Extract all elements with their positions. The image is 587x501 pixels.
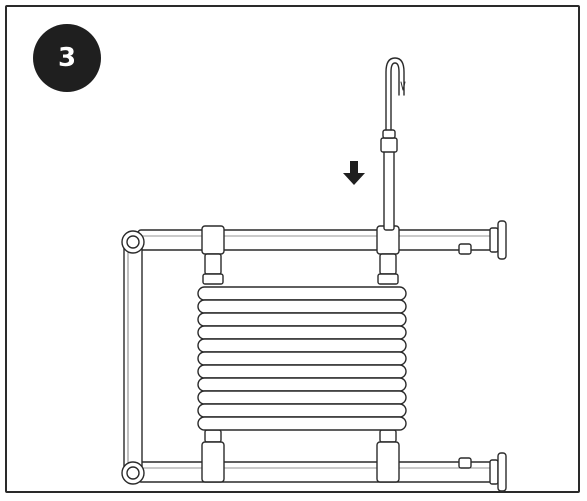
down-arrow-icon: [343, 161, 365, 185]
step-number-badge: 3: [33, 24, 101, 92]
heating-bars: [197, 286, 407, 431]
bottom-rail: [137, 461, 499, 483]
top-clip: [458, 243, 472, 255]
bottom-wall-bracket: [489, 452, 507, 492]
left-vertical-rail: [121, 230, 145, 485]
left-valve-column: [201, 225, 225, 483]
top-rail: [137, 229, 499, 251]
top-wall-bracket: [489, 220, 507, 260]
right-valve-column: [376, 225, 400, 483]
step-number: 3: [57, 43, 77, 73]
bottom-clip: [458, 457, 472, 469]
supply-pipe: [380, 57, 406, 231]
